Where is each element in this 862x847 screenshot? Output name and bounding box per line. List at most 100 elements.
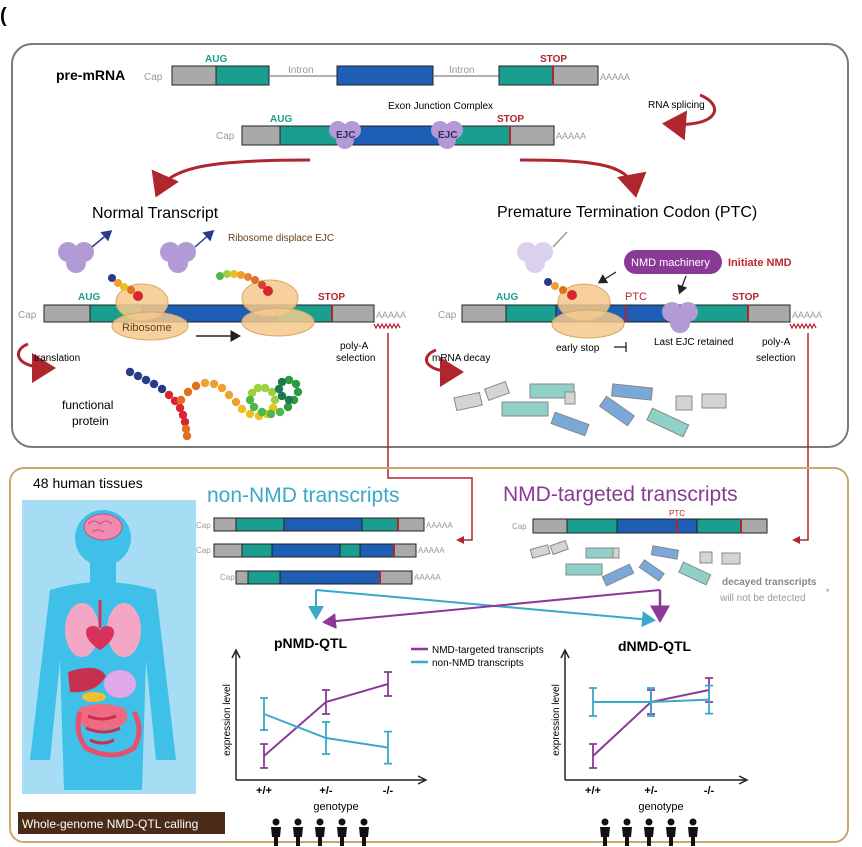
person-icon — [689, 818, 697, 826]
ejc-utr3 — [509, 125, 555, 146]
normal-polya-selection-2: selection — [336, 353, 375, 364]
nmd-section: NMD-targeted transcripts Cap PTC decayed… — [503, 483, 830, 604]
protein-bead — [141, 375, 151, 385]
x-tick-label: -/- — [704, 785, 715, 797]
ejc-cap: Cap — [216, 131, 235, 142]
x-axis-arrow — [738, 775, 749, 785]
branch-arrow-ptc — [519, 158, 647, 198]
nmd-machinery-label: NMD machinery — [631, 257, 710, 269]
protein-bead — [266, 409, 276, 419]
non-nmd-to-dnmd-arrow — [315, 589, 656, 628]
ptc-utr5 — [461, 304, 507, 323]
ejc-1-label: EJC — [336, 130, 355, 141]
brain-icon — [83, 513, 123, 541]
person-icon-body — [337, 827, 347, 846]
non-nmd-polya-1: AAAAA — [426, 521, 453, 530]
tissues-title: 48 human tissues — [33, 475, 143, 491]
non-nmd-title: non-NMD transcripts — [207, 484, 400, 507]
protein-bead — [180, 417, 190, 427]
normal-utr3 — [331, 304, 375, 323]
pre-mrna-aug: AUG — [205, 54, 227, 65]
translation-arrow — [17, 342, 56, 383]
protein-bead — [125, 367, 135, 377]
error-bar — [322, 689, 330, 715]
person-icon-body — [666, 827, 676, 846]
last-ejc-label: Last EJC retained — [654, 337, 734, 348]
non-nmd-polya-2: AAAAA — [418, 546, 445, 555]
error-bar — [589, 743, 597, 769]
normal-aug: AUG — [78, 292, 100, 303]
protein-bead — [164, 390, 174, 400]
error-bar — [384, 730, 392, 765]
protein-bead — [176, 395, 186, 405]
exon-utr5 — [171, 65, 217, 86]
protein-bead — [178, 410, 188, 420]
ptc-label: PTC — [625, 291, 647, 303]
normal-polya-selection-1: poly-A — [340, 341, 369, 352]
person-icon-body — [622, 827, 632, 846]
ejc-exon2 — [345, 125, 447, 146]
protein-bead — [200, 378, 210, 388]
heart-icon — [86, 600, 114, 650]
protein-bead — [277, 377, 287, 387]
nmd-title: NMD-targeted transcripts — [503, 483, 738, 506]
x-tick-label: +/- — [644, 785, 657, 797]
person-icon — [338, 818, 346, 826]
ptc-transcript-section: Premature Termination Codon (PTC) NMD ma… — [425, 204, 822, 438]
error-bar — [589, 687, 597, 717]
protein-bead — [183, 387, 193, 397]
protein-bead — [149, 379, 159, 389]
ejc-transcript: Exon Junction Complex Cap AUG STOP AAAAA… — [216, 101, 586, 149]
nascent-peptide-stalled — [544, 278, 577, 300]
decayed-note-2: will not be detected — [719, 593, 806, 604]
pancreas-icon — [82, 692, 106, 702]
person-icon — [645, 818, 653, 826]
protein-bead — [224, 390, 234, 400]
ptc-aug: AUG — [496, 292, 518, 303]
person-icon-body — [293, 827, 303, 846]
nmd-to-pnmd-arrow — [322, 589, 661, 630]
legend-label-nmd: NMD-targeted transcripts — [432, 645, 544, 656]
protein-bead — [270, 395, 280, 405]
pnmd-title: pNMD-QTL — [274, 635, 348, 651]
protein-bead — [237, 404, 247, 414]
x-axis-label: genotype — [638, 801, 683, 813]
intron-1-label: Intron — [288, 65, 314, 76]
nmd-ptc-label: PTC — [669, 509, 685, 518]
error-bar — [647, 687, 655, 717]
error-bar — [384, 671, 392, 697]
translation-label: translation — [34, 353, 80, 364]
decay-arrow — [425, 348, 464, 387]
exon-3 — [498, 65, 554, 86]
tissues-section: 48 human tissues — [18, 475, 225, 834]
connector-ptc-to-nmd — [798, 333, 809, 541]
ribosome-label: Ribosome — [122, 322, 172, 334]
person-icon-body — [688, 827, 698, 846]
y-axis-arrow — [231, 648, 241, 659]
error-bar — [260, 743, 268, 769]
protein-bead — [249, 402, 259, 412]
pre-mrna-cap: Cap — [144, 72, 163, 83]
calling-label: Whole-genome NMD-QTL calling — [22, 817, 198, 831]
ptc-polya-selection-1: poly-A — [762, 337, 791, 348]
person-icon — [667, 818, 675, 826]
person-icon — [623, 818, 631, 826]
protein-bead — [175, 403, 185, 413]
protein-bead — [191, 381, 201, 391]
nmd-link-arrow-1 — [597, 271, 617, 284]
non-nmd-cap-2: Cap — [196, 546, 211, 555]
nmd-link-arrow-2 — [677, 275, 688, 295]
protein-bead — [284, 395, 294, 405]
normal-transcript-section: Normal Transcript Ribosome displace EJC … — [17, 205, 406, 441]
protein-bead — [245, 395, 255, 405]
nmd-cap: Cap — [512, 522, 527, 531]
normal-stop: STOP — [318, 292, 345, 303]
decayed-note-mark: * — [826, 587, 830, 597]
displace-label: Ribosome displace EJC — [228, 233, 334, 244]
decay-label: mRNA decay — [432, 353, 490, 364]
ejc-complex-2: EJC — [431, 121, 463, 149]
person-icon — [601, 818, 609, 826]
protein-bead — [182, 431, 192, 441]
ejc-utr5 — [241, 125, 281, 146]
